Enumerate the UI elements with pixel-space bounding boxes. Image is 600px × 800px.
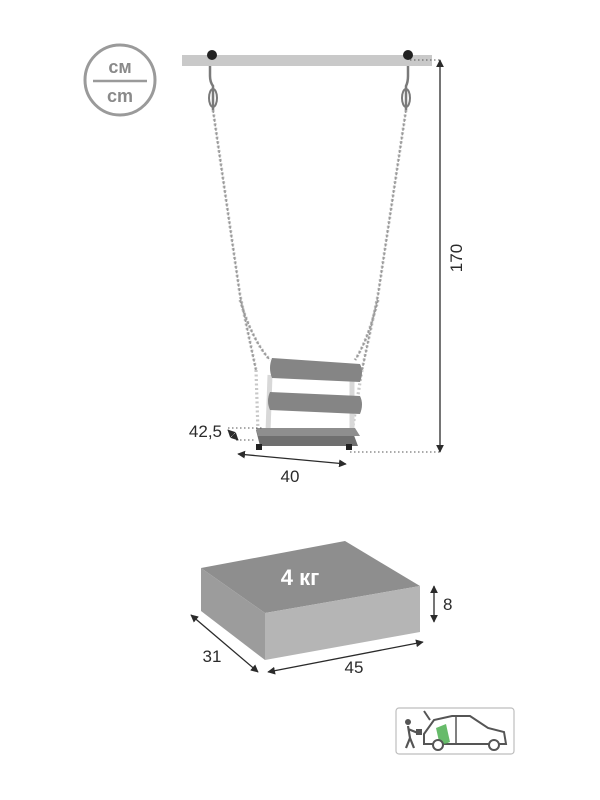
box-depth-dimension-line <box>190 614 259 673</box>
seat-width-dimension-line <box>237 450 347 468</box>
package-box <box>201 541 420 660</box>
unit-top-label: см <box>108 57 131 77</box>
package-weight-label: 4 кг <box>281 565 320 590</box>
top-beam <box>182 55 432 66</box>
left-bolt <box>207 50 217 60</box>
unit-circle-icon <box>83 43 157 117</box>
seat-width-label: 40 <box>281 467 300 486</box>
right-bolt <box>403 50 413 60</box>
right-hook <box>401 66 411 110</box>
box-height-label: 8 <box>443 595 452 614</box>
car-trunk-loading-icon <box>395 707 515 755</box>
right-chain <box>350 109 408 433</box>
seat-depth-label: 42,5 <box>189 422 222 441</box>
left-chain <box>211 109 272 433</box>
unit-bottom-label: cm <box>107 86 133 106</box>
seat-depth-dimension-line <box>227 429 239 441</box>
left-hook <box>208 66 218 110</box>
box-width-label: 45 <box>345 658 364 677</box>
box-depth-label: 31 <box>203 647 222 666</box>
height-label: 170 <box>447 244 466 272</box>
swing-seat <box>256 358 362 450</box>
box-width-dimension-line <box>267 639 424 675</box>
